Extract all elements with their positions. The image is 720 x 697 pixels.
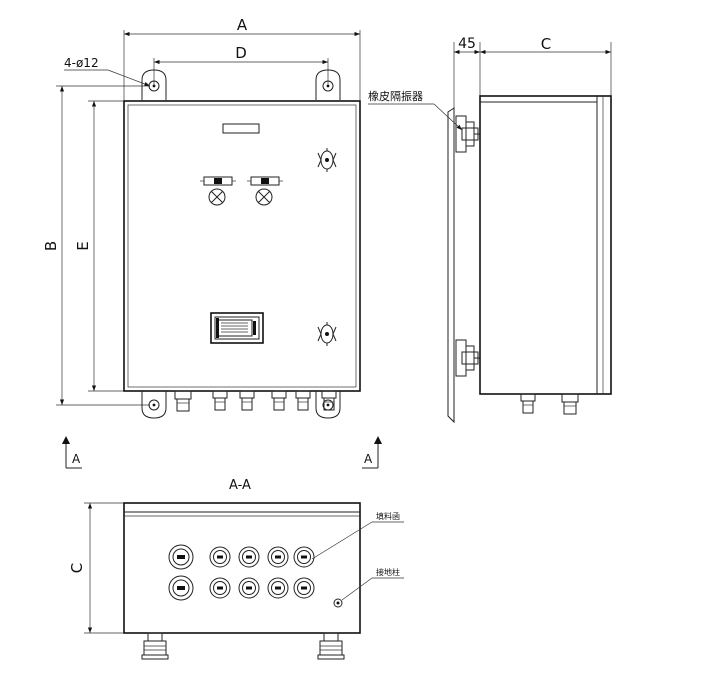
- gland-row2-4: [293, 577, 315, 599]
- dim-c-side-label: C: [541, 35, 551, 53]
- gland-row2-1: [209, 577, 231, 599]
- switch-left: [200, 176, 236, 186]
- bottom-view: A-A C: [68, 478, 404, 660]
- section-marker-right: A: [362, 436, 382, 469]
- lock-bottom: [317, 322, 337, 346]
- section-mark-left-label: A: [72, 452, 81, 466]
- ground-callout: 接地柱: [341, 567, 404, 601]
- hole-note-label: 4-ø12: [64, 56, 99, 70]
- mounting-ear-top-left: [141, 69, 167, 100]
- dim-d-label: D: [235, 44, 247, 62]
- gland-large-bottom: [168, 575, 194, 601]
- section-marker-left: A: [62, 436, 82, 469]
- foot-left: [141, 632, 169, 660]
- gland-row1-3: [267, 546, 289, 568]
- section-title: A-A: [229, 478, 251, 493]
- cable-glands-side: [520, 393, 579, 415]
- enclosure-bottom: [123, 502, 361, 634]
- gland-row2-2: [238, 577, 260, 599]
- dim-45-label: 45: [458, 36, 476, 52]
- ground-label: 接地柱: [376, 567, 400, 577]
- dim-c-bottom-label: C: [68, 563, 86, 573]
- dim-e-label: E: [74, 241, 92, 250]
- rubber-isolator-label: 橡皮隔振器: [368, 89, 423, 103]
- indicator-lamp-left: [208, 188, 226, 206]
- rubber-isolator-bottom: [455, 339, 480, 377]
- section-mark-right-label: A: [364, 452, 373, 466]
- gland-row1-4: [293, 546, 315, 568]
- gland-large-top: [168, 544, 194, 570]
- cable-glands-front: [174, 390, 337, 412]
- rubber-isolator-top: [455, 115, 480, 153]
- gland-callout: 填料函: [311, 511, 404, 560]
- lock-top: [317, 148, 337, 172]
- hole-callout: 4-ø12: [64, 56, 151, 87]
- enclosure-front: [123, 100, 361, 392]
- ground-stud: [333, 598, 343, 608]
- indicator-lamp-right: [255, 188, 273, 206]
- enclosure-side: [479, 95, 612, 395]
- mounting-ear-top-right: [315, 69, 341, 100]
- dim-a-label: A: [237, 16, 248, 34]
- front-view: A D 4-ø12 B E: [42, 16, 361, 419]
- rubber-isolator-callout: 橡皮隔振器: [368, 89, 463, 131]
- side-view: 45 C 橡皮隔振器: [368, 35, 612, 424]
- dimension-a: A: [123, 16, 361, 100]
- gland-row1-1: [209, 546, 231, 568]
- mounting-plate: [447, 107, 455, 424]
- meter-window: [210, 312, 264, 344]
- switch-right: [247, 176, 283, 186]
- mounting-ear-bottom-left: [141, 391, 167, 419]
- gland-label: 填料函: [376, 511, 400, 521]
- gland-row1-2: [238, 546, 260, 568]
- dimension-e: E: [74, 100, 124, 392]
- dimension-d: D: [153, 44, 329, 86]
- gland-row2-3: [267, 577, 289, 599]
- nameplate: [222, 123, 260, 134]
- dim-b-label: B: [42, 241, 60, 251]
- dimension-b: B: [42, 85, 150, 406]
- foot-right: [317, 632, 345, 660]
